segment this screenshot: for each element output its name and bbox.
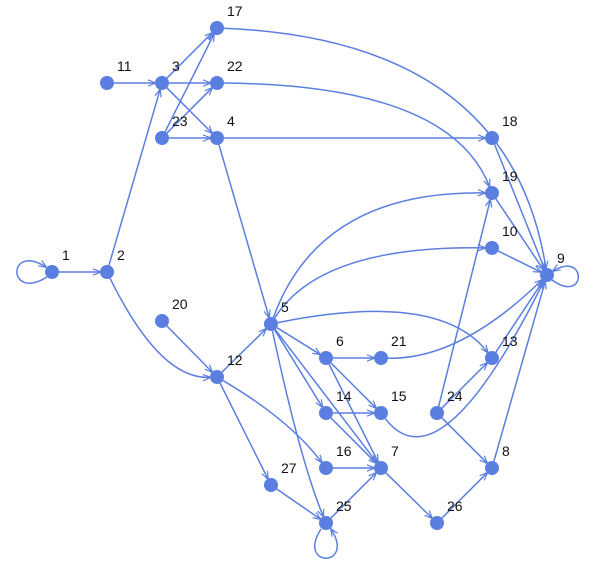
edge-7-26 [385, 472, 432, 518]
edge-1-1 [16, 261, 47, 284]
node-16 [319, 461, 333, 475]
node-24 [430, 406, 444, 420]
edge-2-12 [109, 277, 210, 377]
node-label-3: 3 [172, 58, 180, 74]
node-label-6: 6 [336, 333, 344, 349]
edge-18-9 [493, 144, 545, 268]
node-label-25: 25 [336, 498, 352, 514]
edge-17-9 [223, 27, 546, 268]
edge-13-9 [495, 281, 543, 353]
edge-3-17 [166, 33, 212, 79]
node-27 [264, 478, 278, 492]
node-label-22: 22 [227, 58, 243, 74]
node-21 [374, 351, 388, 365]
node-label-8: 8 [502, 443, 510, 459]
edge-23-22 [166, 88, 212, 134]
edge-15-9 [384, 281, 544, 438]
node-label-19: 19 [502, 168, 518, 184]
edge-5-14 [274, 329, 323, 407]
edge-24-13 [441, 363, 487, 409]
node-label-15: 15 [391, 388, 407, 404]
edge-26-8 [441, 473, 487, 519]
edge-5-13 [277, 310, 488, 352]
node-17 [210, 21, 224, 35]
node-label-24: 24 [447, 388, 463, 404]
edge-4-5 [218, 144, 269, 318]
node-8 [485, 461, 499, 475]
edge-2-3 [108, 90, 160, 266]
node-label-9: 9 [557, 250, 565, 266]
node-5 [264, 317, 278, 331]
nodes-layer [45, 21, 554, 530]
node-label-4: 4 [227, 113, 235, 129]
node-12 [210, 370, 224, 384]
edge-5-7 [274, 329, 377, 463]
node-7 [374, 461, 388, 475]
edge-5-19 [272, 193, 485, 318]
edge-20-12 [166, 325, 212, 372]
edge-24-8 [441, 417, 487, 463]
node-2 [100, 265, 114, 279]
node-13 [485, 351, 499, 365]
node-label-5: 5 [281, 299, 289, 315]
node-4 [210, 131, 224, 145]
node-15 [374, 406, 388, 420]
node-22 [210, 76, 224, 90]
node-20 [155, 314, 169, 328]
node-11 [100, 76, 114, 90]
edge-9-9 [552, 266, 580, 288]
edge-8-9 [493, 282, 545, 462]
edge-24-19 [437, 200, 491, 407]
edge-14-7 [330, 417, 376, 463]
edges-layer [16, 27, 580, 559]
node-19 [485, 186, 499, 200]
edge-27-25 [276, 488, 320, 519]
edge-5-25 [271, 330, 323, 517]
node-23 [155, 131, 169, 145]
node-label-2: 2 [117, 247, 125, 263]
node-label-26: 26 [447, 498, 463, 514]
edge-25-25 [314, 529, 337, 559]
edge-25-7 [330, 473, 376, 519]
node-label-17: 17 [227, 3, 243, 19]
edge-21-9 [387, 280, 542, 359]
node-9 [540, 268, 554, 282]
node-10 [485, 241, 499, 255]
node-label-7: 7 [391, 443, 399, 459]
node-label-18: 18 [502, 113, 518, 129]
node-label-12: 12 [227, 352, 243, 368]
node-26 [430, 516, 444, 530]
edge-12-27 [219, 382, 268, 478]
node-label-14: 14 [336, 388, 352, 404]
node-3 [155, 76, 169, 90]
edge-12-5 [221, 329, 266, 373]
node-label-1: 1 [62, 247, 70, 263]
node-25 [319, 516, 333, 530]
node-label-20: 20 [172, 296, 188, 312]
edge-19-9 [495, 198, 543, 269]
edge-5-10 [274, 248, 485, 319]
node-label-11: 11 [117, 58, 132, 74]
node-label-23: 23 [172, 113, 188, 129]
node-label-16: 16 [336, 443, 352, 459]
edge-12-16 [222, 379, 322, 463]
node-18 [485, 131, 499, 145]
node-label-27: 27 [281, 460, 297, 476]
node-14 [319, 406, 333, 420]
node-6 [319, 351, 333, 365]
node-label-21: 21 [391, 333, 407, 349]
node-label-13: 13 [502, 333, 518, 349]
edge-22-19 [223, 82, 489, 186]
edge-5-6 [276, 327, 320, 355]
edge-10-9 [497, 250, 540, 272]
edge-6-15 [330, 362, 376, 408]
edge-23-17 [164, 34, 214, 133]
node-1 [45, 265, 59, 279]
node-label-10: 10 [502, 223, 518, 239]
